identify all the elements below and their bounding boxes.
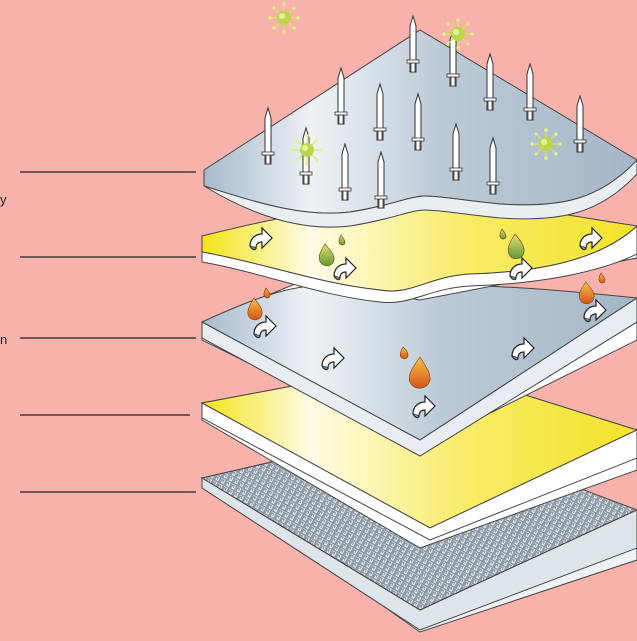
leader-lines [20, 172, 196, 492]
microbe-icon [442, 18, 474, 50]
microbe-icon [268, 2, 300, 34]
droplet-icon [599, 273, 605, 283]
microbe-icon [530, 128, 562, 160]
droplet-icon [264, 288, 270, 298]
droplet-icon [579, 282, 594, 304]
label-fragment-2: n [0, 333, 7, 346]
label-fragment-1: y [0, 193, 7, 206]
microbe-icon [291, 134, 323, 166]
